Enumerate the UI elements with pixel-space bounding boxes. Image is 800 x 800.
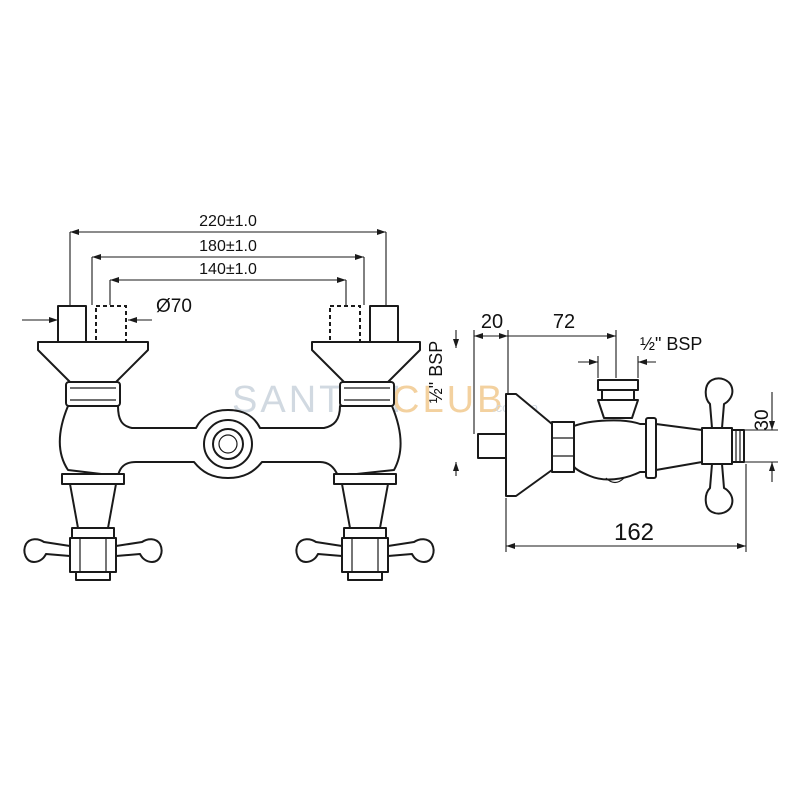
side-flange	[645, 417, 657, 479]
side-view: 20 72 ½" BSP 30	[473, 311, 778, 552]
dim-thread-vertical-label: ½" BSP	[426, 341, 446, 403]
dim-thread-side-label: ½" BSP	[640, 334, 702, 354]
right-inlet-inner	[329, 305, 361, 343]
watermark-part2: CLUB	[392, 379, 505, 421]
side-escutcheon	[505, 393, 553, 497]
dim-162-label: 162	[614, 519, 654, 546]
dim-180-label: 180±1.0	[199, 238, 257, 255]
front-view: 220±1.0 180±1.0 140±1.0 Ø70	[22, 213, 459, 581]
left-inlet-outer	[57, 305, 87, 343]
dim-20-label: 20	[481, 311, 503, 333]
side-body	[573, 419, 647, 481]
left-escutcheon	[37, 341, 149, 407]
dim-thread-side: ½" BSP	[578, 334, 702, 378]
side-bonnet	[655, 423, 703, 471]
left-valve	[23, 473, 163, 581]
right-escutcheon	[311, 341, 421, 407]
side-handle	[701, 377, 745, 515]
dim-162: 162	[505, 464, 747, 552]
dim-30-label: 30	[752, 409, 773, 430]
dim-220: 220±1.0	[69, 213, 387, 305]
dim-140-label: 140±1.0	[199, 261, 257, 278]
dim-180: 180±1.0	[91, 238, 365, 305]
dim-140: 140±1.0	[109, 261, 347, 305]
dim-30: 30	[744, 392, 778, 482]
right-inlet-outer	[369, 305, 399, 343]
dim-72-label: 72	[553, 311, 575, 333]
dim-72: 72	[508, 311, 617, 378]
side-nut	[551, 421, 575, 473]
side-top-outlet	[597, 379, 639, 391]
mixer-body	[58, 405, 402, 479]
dim-diameter: Ø70	[22, 296, 192, 323]
dim-220-label: 220±1.0	[199, 213, 257, 230]
right-valve	[295, 473, 435, 581]
dim-diameter-label: Ø70	[156, 296, 192, 317]
left-inlet-inner	[95, 305, 127, 343]
dim-thread-vertical: ½" BSP	[426, 330, 459, 476]
dim-20: 20	[473, 311, 509, 434]
